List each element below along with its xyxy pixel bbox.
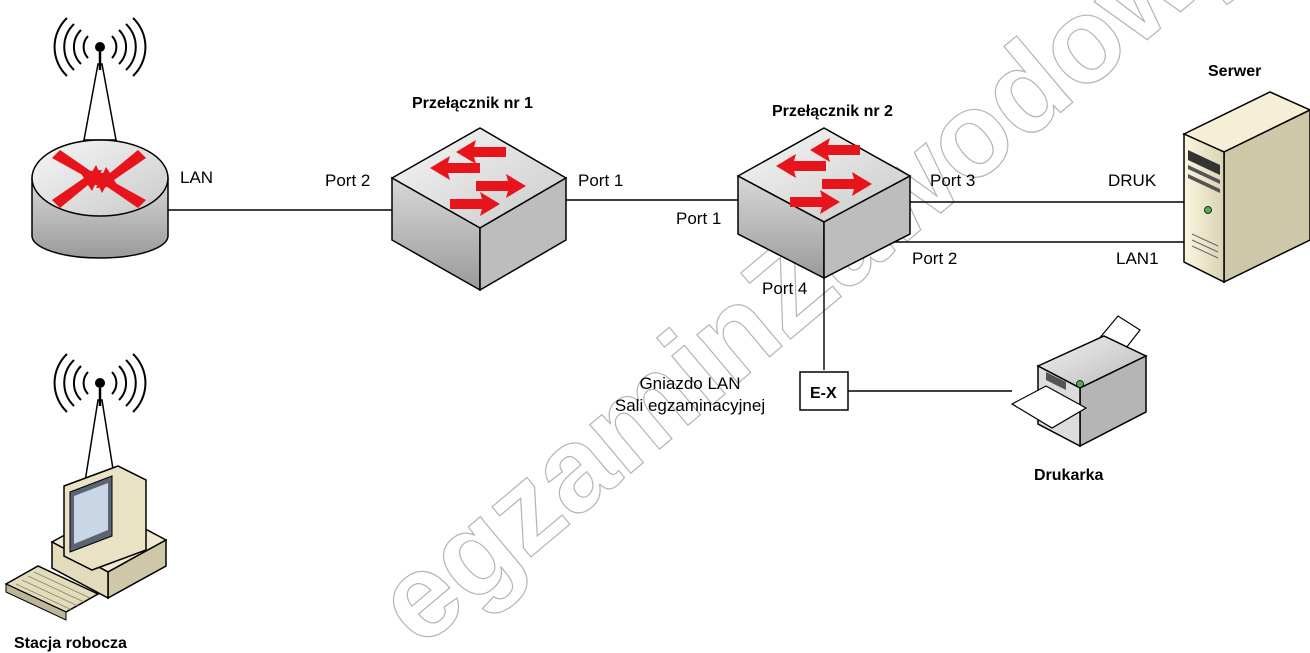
socket-caption-line1: Gniazdo LAN — [639, 374, 740, 393]
switch2-port-right-top: Port 3 — [930, 171, 975, 190]
server-iface-lan1: LAN1 — [1116, 249, 1159, 268]
switch1-icon — [390, 127, 568, 292]
switch2-port-left: Port 1 — [676, 209, 721, 228]
socket-caption-line2: Sali egzaminacyjnej — [615, 396, 765, 415]
router-icon — [31, 17, 169, 259]
switch2-title: Przełącznik nr 2 — [772, 103, 893, 120]
switch1-title: Przełącznik nr 1 — [412, 95, 533, 112]
lan-socket — [799, 371, 849, 411]
printer-icon — [1010, 315, 1148, 448]
switch1-port-right: Port 1 — [578, 171, 623, 190]
socket-label: E-X — [810, 385, 837, 402]
workstation-icon — [4, 353, 168, 621]
server-iface-druk: DRUK — [1108, 171, 1157, 190]
server-title: Serwer — [1208, 63, 1261, 80]
switch2-icon — [736, 127, 912, 280]
switch1-port-left: Port 2 — [325, 171, 370, 190]
printer-title: Drukarka — [1034, 467, 1103, 484]
workstation-title: Stacja robocza — [14, 635, 127, 652]
router-port-lan: LAN — [180, 168, 213, 187]
server-icon — [1182, 91, 1310, 284]
switch2-port-right-bottom: Port 2 — [912, 249, 957, 268]
switch2-port-bottom: Port 4 — [762, 279, 807, 298]
